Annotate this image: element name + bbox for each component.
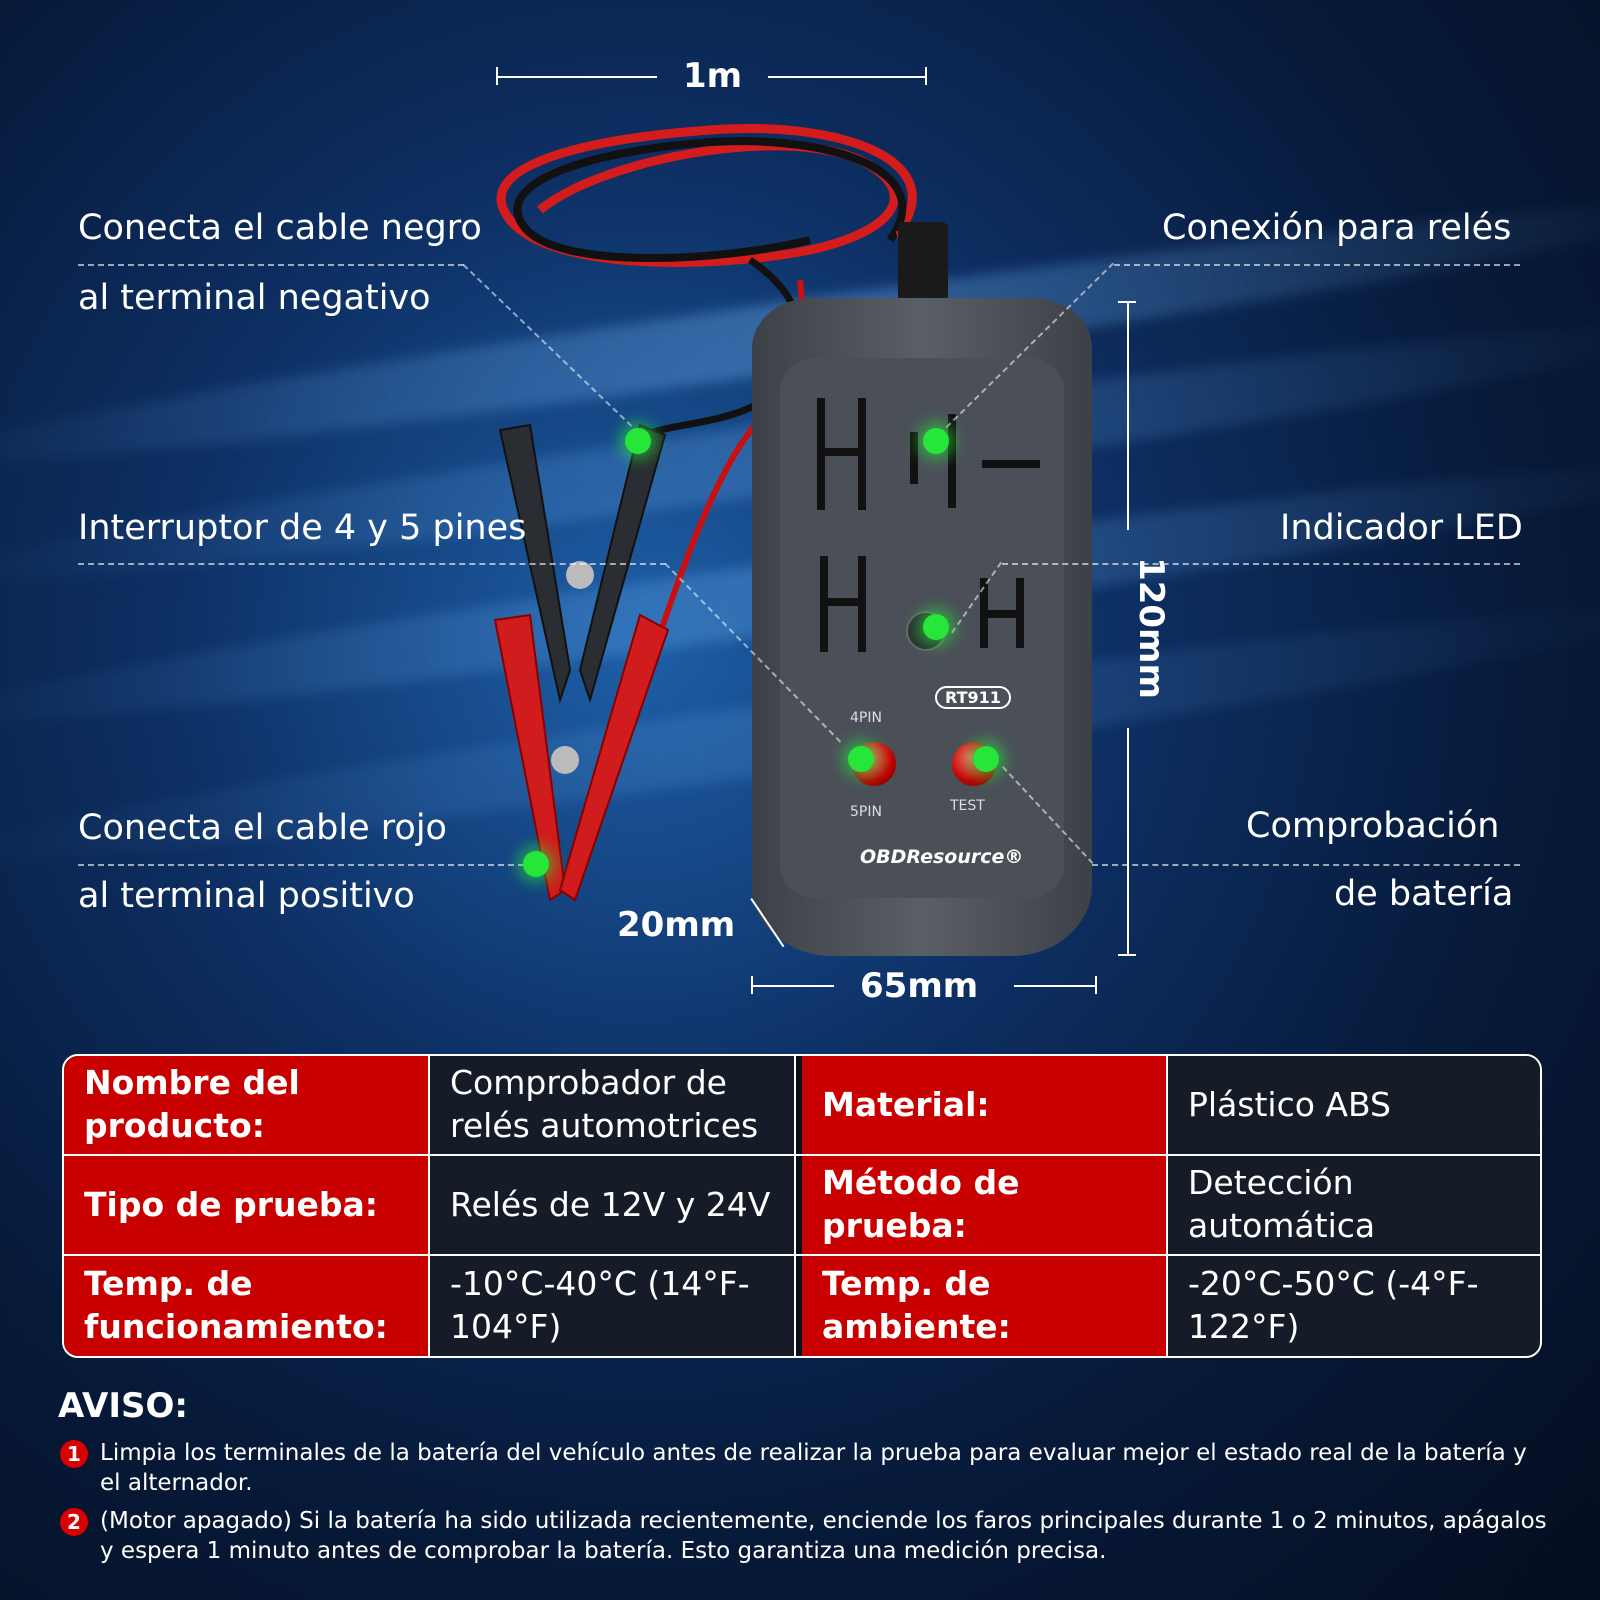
- relay-socket-icon: [980, 610, 1024, 618]
- relay-socket-icon: [818, 448, 866, 456]
- marker-red-clamp: [523, 851, 549, 877]
- dim-tick: [1118, 954, 1136, 956]
- width-dim: 65mm: [860, 966, 979, 1006]
- callout-led-indicator: Indicador LED: [1280, 508, 1523, 548]
- dim-tick: [925, 67, 927, 85]
- cable-length-dim: 1m: [683, 56, 743, 96]
- spec-value: Relés de 12V y 24V: [430, 1156, 796, 1256]
- depth-dim: 20mm: [617, 905, 736, 945]
- spec-value: Detección automática: [1168, 1156, 1540, 1256]
- notice-title: AVISO:: [58, 1386, 188, 1426]
- relay-socket-icon: [982, 460, 1040, 468]
- spec-key: Temp. de ambiente:: [802, 1256, 1168, 1356]
- spec-key: Método de prueba:: [802, 1156, 1168, 1256]
- pin4-label: 4PIN: [850, 710, 882, 726]
- callout-divider: [1092, 864, 1520, 866]
- spec-gap: [796, 1156, 802, 1256]
- pin5-label: 5PIN: [850, 804, 882, 820]
- callout-black-cable-1: Conecta el cable negro: [78, 208, 482, 248]
- callout-red-cable-2: al terminal positivo: [78, 876, 415, 916]
- marker-black-clamp: [625, 428, 651, 454]
- spec-key: Tipo de prueba:: [64, 1156, 430, 1256]
- cable-strain-relief: [898, 222, 948, 302]
- callout-divider: [78, 264, 464, 266]
- dim-line: [497, 76, 657, 78]
- spec-gap: [796, 1256, 802, 1356]
- brand-logo: OBDResource®: [860, 846, 1024, 868]
- callout-divider: [1002, 563, 1520, 565]
- callout-relay-connection: Conexión para relés: [1162, 208, 1512, 248]
- spec-key: Material:: [802, 1056, 1168, 1156]
- black-clamp: [498, 423, 667, 704]
- notice-number: 2: [60, 1508, 88, 1536]
- marker-relay-socket: [923, 428, 949, 454]
- model-badge: RT911: [935, 686, 1011, 709]
- spec-key: Temp. de funcionamiento:: [64, 1256, 430, 1356]
- callout-battery-check-1: Comprobación: [1246, 806, 1500, 846]
- callout-black-cable-2: al terminal negativo: [78, 278, 431, 318]
- spec-table: Nombre del producto: Comprobador de relé…: [62, 1054, 1542, 1358]
- relay-socket-icon: [820, 598, 866, 606]
- callout-red-cable-1: Conecta el cable rojo: [78, 808, 447, 848]
- dim-tick: [1095, 976, 1097, 994]
- dim-tick: [751, 976, 753, 994]
- notice-text: (Motor apagado) Si la batería ha sido ut…: [100, 1508, 1547, 1564]
- spec-value: -10°C-40°C (14°F-104°F): [430, 1256, 796, 1356]
- spec-gap: [796, 1056, 802, 1156]
- dim-line: [1127, 302, 1129, 530]
- test-label: TEST: [950, 798, 985, 814]
- spec-value: Plástico ABS: [1168, 1056, 1540, 1156]
- notice-item: 2 (Motor apagado) Si la batería ha sido …: [60, 1506, 1550, 1566]
- notice-text: Limpia los terminales de la batería del …: [100, 1440, 1527, 1496]
- dim-line: [768, 76, 926, 78]
- dim-line: [1014, 985, 1096, 987]
- marker-led: [923, 614, 949, 640]
- dim-tick: [496, 67, 498, 85]
- dim-line: [1127, 728, 1129, 954]
- callout-divider: [1114, 264, 1520, 266]
- spec-value: Comprobador de relés automotrices: [430, 1056, 796, 1156]
- dim-line: [752, 985, 834, 987]
- relay-socket-icon: [910, 432, 918, 484]
- height-dim: 120mm: [1130, 557, 1171, 699]
- notice-number: 1: [60, 1440, 88, 1468]
- spec-key: Nombre del producto:: [64, 1056, 430, 1156]
- callout-battery-check-2: de batería: [1334, 874, 1514, 914]
- marker-test-button: [973, 746, 999, 772]
- callout-pin-switch: Interruptor de 4 y 5 pines: [78, 508, 527, 548]
- red-clamp: [493, 613, 670, 902]
- dim-tick: [1118, 301, 1136, 303]
- marker-pin-switch: [848, 746, 874, 772]
- callout-divider: [78, 563, 666, 565]
- notice-item: 1 Limpia los terminales de la batería de…: [60, 1438, 1550, 1498]
- callout-divider: [78, 864, 534, 866]
- spec-value: -20°C-50°C (-4°F-122°F): [1168, 1256, 1540, 1356]
- relay-socket-icon: [948, 414, 956, 508]
